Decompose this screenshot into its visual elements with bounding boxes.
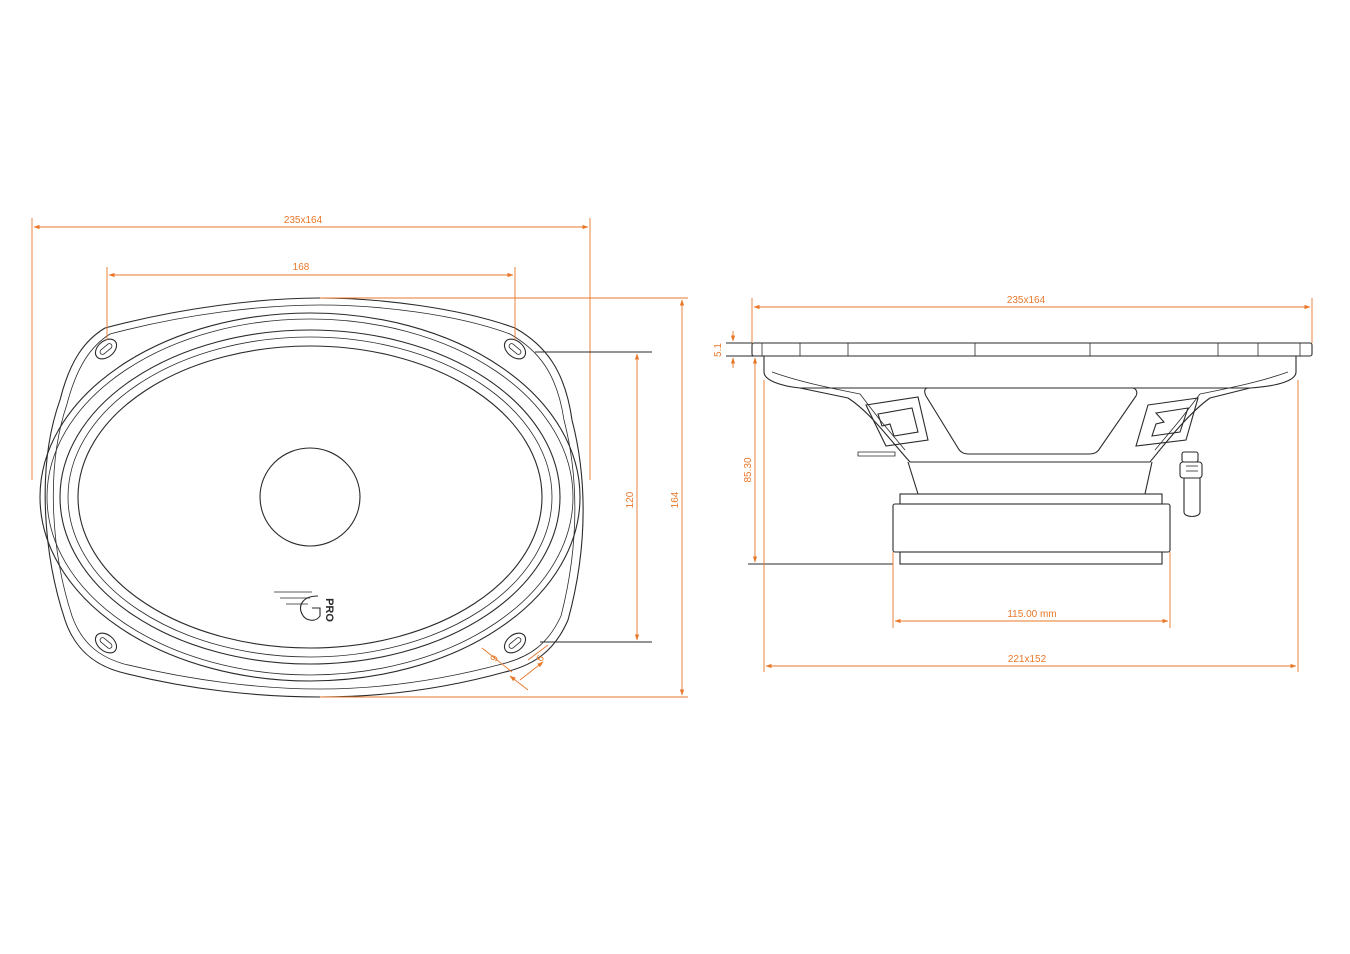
dim-slot-offset: 6 (535, 653, 548, 664)
side-motor-neck (907, 461, 1153, 495)
side-basket-window (924, 387, 1138, 455)
dim-side-basket-width: 221x152 (1008, 654, 1047, 665)
mounting-slot-bottom-left (94, 632, 118, 654)
side-logo-cutout-right (1135, 397, 1199, 447)
side-flange (751, 342, 1313, 357)
dim-side-flange-thickness: 5.1 (713, 343, 724, 357)
dust-cap (259, 447, 361, 547)
dim-side-depth: 85.30 (743, 457, 754, 482)
mounting-slot-top-right (503, 338, 527, 360)
side-top-plate (899, 493, 1163, 505)
front-view: PRO 235x164 168 120 1 (31, 215, 688, 698)
surround-ring-4 (67, 336, 553, 658)
dim-side-overall-width: 235x164 (1007, 295, 1046, 306)
terminal-connector-icon (1179, 451, 1203, 518)
side-dimensions (726, 298, 1313, 672)
side-magnet (892, 503, 1171, 553)
surround-ring-2 (46, 318, 574, 676)
surround-ring-3 (59, 329, 561, 665)
side-back-plate (899, 551, 1163, 565)
dim-front-overall-height: 164 (670, 491, 681, 508)
surround-ring-outer (39, 312, 581, 682)
mounting-slot-top-left (94, 338, 118, 360)
logo-text: PRO (323, 598, 335, 622)
side-basket-rim (763, 356, 1297, 389)
dim-slot-width: 9 (489, 653, 502, 664)
front-dimensions (31, 218, 688, 698)
dim-front-inner-height: 120 (625, 491, 636, 508)
cone-outer-edge (77, 345, 543, 649)
mounting-slot-bottom-right (503, 632, 527, 654)
dim-side-magnet-diameter: 115.00 mm (1007, 609, 1056, 620)
front-frame-outline (44, 297, 584, 698)
front-frame-inner-outline (52, 304, 576, 690)
side-logo-cutout-left (865, 396, 929, 447)
side-view: 235x164 5.1 85.30 115.00 mm 221x152 (713, 295, 1313, 672)
dim-front-overall-width: 235x164 (284, 215, 323, 226)
g-wing-logo-icon (274, 591, 321, 621)
dim-front-hole-spacing: 168 (293, 262, 310, 273)
